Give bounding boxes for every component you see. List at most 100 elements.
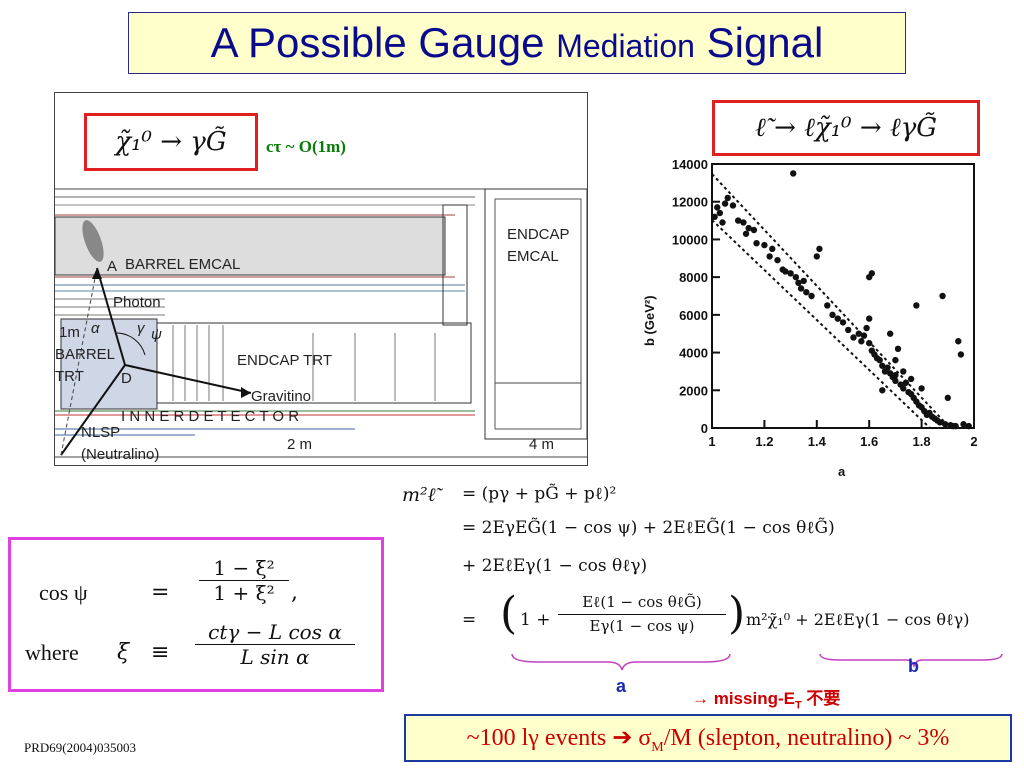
scatter-point <box>735 217 742 224</box>
endcap-emcal-label-2: EMCAL <box>507 248 559 265</box>
scatter-point <box>808 292 815 300</box>
scatter-point <box>792 273 800 281</box>
fraction-numerator: Eℓ(1 − cos θℓG̃) <box>558 593 726 615</box>
scatter-point <box>803 289 810 296</box>
x-tick-label: 1.4 <box>808 434 827 449</box>
cos-comma: , <box>291 580 298 605</box>
xi-frac-num: ctγ − L cos α <box>195 620 355 645</box>
scatter-point <box>839 319 847 326</box>
y-tick-label: 4000 <box>679 346 708 361</box>
title-box: A Possible Gauge Mediation Signal <box>128 12 906 74</box>
brace-b <box>819 653 1003 669</box>
mass-lhs: m²ℓ̃ <box>402 484 436 506</box>
slepton-chain-box: ℓ̃ → ℓχ̃₁⁰ → ℓγG̃ <box>712 100 980 156</box>
scatter-point <box>787 270 794 277</box>
xi-fraction: ctγ − L cos α L sin α <box>195 620 355 669</box>
scatter-point <box>944 394 951 402</box>
equation-line-2: = 2EγEG̃(1 − cos ψ) + 2EℓEG̃(1 − cos θℓG… <box>462 518 835 538</box>
point-a-label: A <box>107 258 117 275</box>
cos-frac-den: 1 + ξ² <box>213 581 275 605</box>
scatter-point <box>879 387 886 394</box>
gravitino-label: Gravitino <box>251 388 311 405</box>
scatter-point <box>800 277 807 285</box>
endcap-emcal-label-1: ENDCAP <box>507 226 570 243</box>
scatter-point <box>834 315 841 322</box>
scatter-point <box>894 345 902 352</box>
paren-close: ) <box>728 588 746 639</box>
scatter-point <box>902 379 910 386</box>
x-tick-label: 1.6 <box>860 434 878 449</box>
gamma-label: γ <box>137 320 146 337</box>
nlsp-label: NLSP <box>81 424 120 441</box>
equiv-sign: ≡ <box>151 640 170 665</box>
plot-frame <box>711 163 975 429</box>
scatter-point <box>876 356 883 364</box>
scatter-point <box>714 204 721 211</box>
equation-line-1: = (pγ + pG̃ + pℓ)² <box>462 484 617 504</box>
photon-label: Photon <box>113 294 161 311</box>
x-tick-label: 1.8 <box>913 434 931 449</box>
scatter-point <box>892 356 899 364</box>
scatter-point <box>769 245 776 253</box>
scatter-point <box>813 253 820 260</box>
scatter-point <box>782 268 789 275</box>
reference-label: PRD69(2004)035003 <box>24 740 136 755</box>
equation-line-3: + 2EℓEγ(1 − cos θℓγ) <box>462 556 648 576</box>
slepton-chain-formula: ℓ̃ → ℓχ̃₁⁰ → ℓγG̃ <box>754 113 938 143</box>
scatter-point <box>892 377 899 385</box>
y-tick-label: 14000 <box>672 157 708 172</box>
scatter-point <box>716 209 724 217</box>
neutralino-label: (Neutralino) <box>81 446 159 463</box>
scatter-point <box>957 351 965 358</box>
scatter-point <box>955 338 962 345</box>
scatter-point <box>850 334 857 341</box>
brace-a <box>511 653 731 671</box>
neutralino-decay-formula: χ̃₁⁰ → γG̃ <box>115 127 227 157</box>
scatter-point <box>845 326 852 334</box>
scatter-point <box>753 240 760 247</box>
cos-psi-lhs: cos ψ <box>39 580 88 605</box>
xi-frac-den: L sin α <box>240 645 310 669</box>
detector-svg: A BARREL EMCAL Photon α 1m γ ψ BARREL TR… <box>41 188 588 465</box>
point-d-label: D <box>121 370 132 387</box>
fraction-denominator: Eγ(1 − cos ψ) <box>589 617 695 635</box>
scale-2m-label: 2 m <box>287 436 312 453</box>
scatter-point <box>918 385 925 392</box>
paren-open: ( <box>500 588 518 639</box>
scatter-point <box>740 219 747 226</box>
scatter-point <box>884 364 891 371</box>
scatter-point <box>797 285 805 292</box>
alpha-label: α <box>91 320 100 337</box>
scatter-point <box>952 422 959 430</box>
scatter-point <box>868 270 876 277</box>
barrel-trt-label-2: TRT <box>55 368 84 385</box>
scatter-point <box>913 302 920 309</box>
scatter-point <box>860 332 868 339</box>
y-tick-label: 10000 <box>672 232 708 247</box>
cos-psi-box: cos ψ = 1 − ξ² 1 + ξ² , where ξ ≡ ctγ − … <box>8 537 384 692</box>
x-axis-label: a <box>838 464 846 479</box>
brace-label-b: b <box>908 656 919 676</box>
where-label: where <box>25 640 79 665</box>
psi-label: ψ <box>151 326 162 343</box>
scatter-point <box>750 226 758 234</box>
slide-title: A Possible Gauge Mediation Signal <box>210 19 824 66</box>
scatter-point <box>900 385 907 392</box>
ctau-label: cτ ~ O(1m) <box>266 137 346 156</box>
x-tick-label: 1 <box>708 434 715 449</box>
scatter-point <box>766 253 773 260</box>
y-axis-label: b (GeV²) <box>642 295 657 346</box>
scatter-point <box>907 375 915 383</box>
scatter-point <box>866 339 873 347</box>
scatter-point <box>900 368 907 375</box>
cos-frac-num: 1 − ξ² <box>199 556 289 581</box>
barrel-emcal-label: BARREL EMCAL <box>125 256 240 273</box>
y-tick-label: 0 <box>701 421 708 436</box>
one-plus: 1 + <box>520 610 551 630</box>
scatter-point <box>936 419 944 426</box>
scatter-point <box>721 200 729 207</box>
y-tick-label: 2000 <box>679 383 708 398</box>
